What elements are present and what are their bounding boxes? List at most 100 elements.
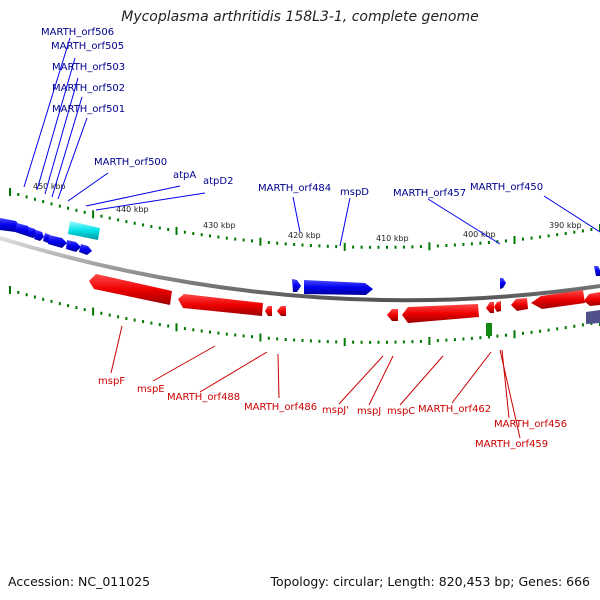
gene-forward[interactable] <box>594 266 600 276</box>
scale-tick <box>50 299 53 303</box>
scale-tick <box>108 216 111 220</box>
gene-rna[interactable] <box>68 221 100 240</box>
scale-tick <box>83 308 86 312</box>
map-title: Mycoplasma arthritidis 158L3-1, complete… <box>121 9 479 25</box>
scale-tick <box>276 241 279 245</box>
gene-label-mspC[interactable]: mspC <box>387 406 415 417</box>
gene-label-MARTH_orf506[interactable]: MARTH_orf506 <box>41 27 114 38</box>
gene-label-MARTH_orf459[interactable]: MARTH_orf459 <box>475 439 548 450</box>
scale-tick <box>42 200 45 204</box>
gene-forward[interactable] <box>500 278 506 289</box>
scale-tick <box>411 245 414 249</box>
bottom-leader-lines <box>110 325 521 439</box>
scale-tick <box>183 230 186 234</box>
gene-label-MARTH_orf500[interactable]: MARTH_orf500 <box>94 157 167 168</box>
genome-backbone <box>0 236 600 303</box>
gene-label-mspJ[interactable]: mspJ <box>357 406 381 417</box>
gene-label-MARTH_orf456[interactable]: MARTH_orf456 <box>494 419 567 430</box>
scale-tick <box>445 338 448 342</box>
scale-tick <box>58 302 61 306</box>
gene-label-atpA[interactable]: atpA <box>173 170 196 181</box>
scale-tick <box>428 242 431 251</box>
scale-tick <box>522 237 524 241</box>
gene-forward[interactable] <box>0 218 20 232</box>
scale-tick <box>411 340 414 344</box>
gene-forward[interactable] <box>66 240 81 252</box>
scale-tick <box>470 242 473 246</box>
scale-tick <box>445 244 448 247</box>
gene-label-MARTH_orf484[interactable]: MARTH_orf484 <box>258 183 331 194</box>
gene-forward[interactable] <box>292 279 301 292</box>
scale-tick <box>251 335 253 339</box>
scale-tick <box>150 321 153 325</box>
reverse-genes <box>89 274 600 323</box>
scale-tick <box>369 340 372 344</box>
scale-tick <box>75 208 78 212</box>
scale-tick <box>234 237 237 241</box>
feature-green[interactable] <box>486 323 492 336</box>
scale-tick <box>352 340 355 344</box>
scale-label-410: 410 kbp <box>376 234 409 243</box>
gene-forward[interactable] <box>304 280 373 295</box>
scale-tick <box>9 286 11 294</box>
scale-tick <box>175 323 178 332</box>
gene-label-MARTH_orf457[interactable]: MARTH_orf457 <box>393 188 466 199</box>
scale-tick <box>133 221 136 225</box>
forward-scale-ticks <box>9 188 600 251</box>
scale-label-400: 400 kbp <box>463 230 496 239</box>
scale-label-420: 420 kbp <box>288 231 321 240</box>
scale-label-430: 430 kbp <box>203 221 236 230</box>
gene-reverse[interactable] <box>89 274 172 305</box>
gene-reverse[interactable] <box>387 309 398 321</box>
top-leader-lines <box>23 37 600 247</box>
scale-tick <box>335 245 338 249</box>
gene-reverse[interactable] <box>531 290 585 309</box>
gene-label-MARTH_orf462[interactable]: MARTH_orf462 <box>418 404 491 415</box>
scale-tick <box>284 338 287 341</box>
scale-tick <box>513 236 516 244</box>
reverse-scale-ticks <box>9 286 600 347</box>
gene-reverse[interactable] <box>277 306 286 316</box>
scale-tick <box>293 243 296 246</box>
scale-tick <box>200 233 203 237</box>
scale-tick <box>539 329 542 333</box>
gene-forward[interactable] <box>48 235 67 248</box>
scale-tick <box>369 245 372 249</box>
scale-tick <box>276 337 279 341</box>
gene-reverse[interactable] <box>494 301 501 312</box>
scale-tick <box>573 324 576 328</box>
gene-label-MARTH_orf450[interactable]: MARTH_orf450 <box>470 182 543 193</box>
gene-label-MARTH_orf488[interactable]: MARTH_orf488 <box>167 392 240 403</box>
scale-tick <box>419 339 422 343</box>
scale-tick <box>50 202 53 206</box>
scale-tick <box>496 240 499 244</box>
gene-forward[interactable] <box>79 244 92 255</box>
gene-reverse[interactable] <box>178 294 263 316</box>
gene-reverse[interactable] <box>402 304 479 323</box>
scale-tick <box>564 326 567 330</box>
gene-reverse[interactable] <box>265 306 272 316</box>
gene-label-MARTH_orf486[interactable]: MARTH_orf486 <box>244 402 317 413</box>
gene-reverse[interactable] <box>584 292 600 306</box>
gene-label-MARTH_orf505[interactable]: MARTH_orf505 <box>51 41 124 52</box>
gene-label-MARTH_orf503[interactable]: MARTH_orf503 <box>52 62 125 73</box>
gene-forward[interactable] <box>15 223 31 236</box>
scale-tick <box>462 243 465 246</box>
gene-label-mspE[interactable]: mspE <box>137 384 165 395</box>
scale-tick <box>309 339 312 343</box>
gene-reverse[interactable] <box>486 302 494 313</box>
gene-label-MARTH_orf501[interactable]: MARTH_orf501 <box>52 104 125 115</box>
gene-label-mspF[interactable]: mspF <box>98 376 125 387</box>
gene-label-atpD2[interactable]: atpD2 <box>203 176 233 187</box>
scale-tick <box>200 329 203 333</box>
gene-label-mspJ-prime[interactable]: mspJ' <box>322 405 349 416</box>
feature-purple[interactable] <box>586 310 600 324</box>
gene-label-mspD[interactable]: mspD <box>340 187 369 198</box>
scale-tick <box>522 331 524 335</box>
gene-forward[interactable] <box>34 230 44 241</box>
scale-tick <box>167 228 170 231</box>
gene-label-MARTH_orf502[interactable]: MARTH_orf502 <box>52 83 125 94</box>
scale-tick <box>343 242 346 251</box>
gene-reverse[interactable] <box>511 298 528 311</box>
